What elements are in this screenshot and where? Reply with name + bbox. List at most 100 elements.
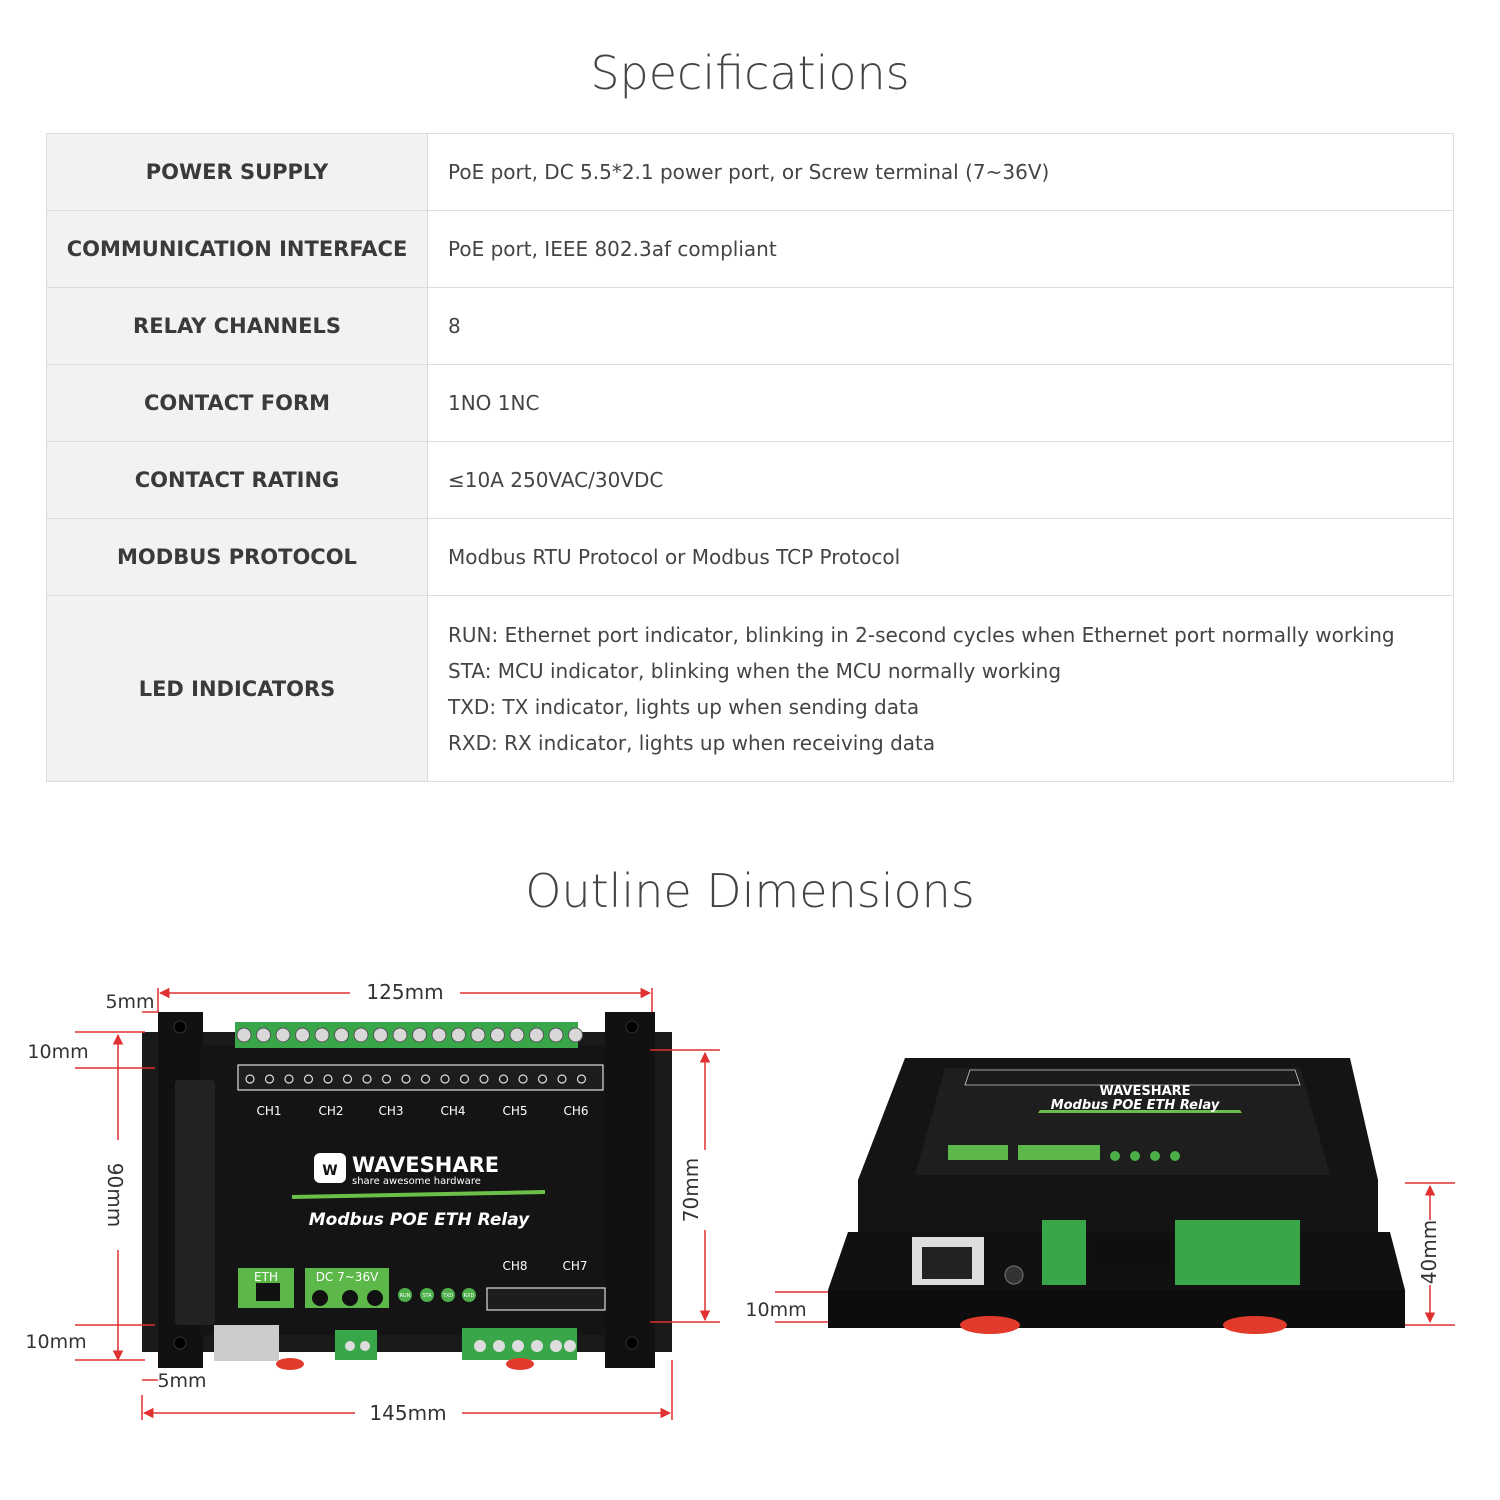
spec-label: CONTACT RATING xyxy=(46,441,428,519)
table-row: CONTACT FORM 1NO 1NC xyxy=(46,364,1454,442)
relay-contact xyxy=(479,1074,489,1084)
dim-label: 40mm xyxy=(1417,1220,1441,1284)
table-row: COMMUNICATION INTERFACE PoE port, IEEE 8… xyxy=(46,210,1454,288)
terminal-screw xyxy=(353,1027,369,1043)
terminal-screw xyxy=(256,1027,271,1043)
led-line: RXD: RX indicator, lights up when receiv… xyxy=(448,730,936,755)
channel-label: CH3 xyxy=(378,1104,403,1118)
table-row: RELAY CHANNELS 8 xyxy=(46,287,1454,365)
table-row: CONTACT RATING ≤10A 250VAC/30VDC xyxy=(46,441,1454,519)
dim-label: 70mm xyxy=(679,1158,703,1222)
terminal-screw xyxy=(529,1027,544,1043)
led-label: TXD xyxy=(442,1293,453,1299)
channel-label: CH6 xyxy=(563,1104,588,1118)
relay-contact xyxy=(537,1074,548,1084)
relay-contact xyxy=(557,1074,567,1084)
dim-label: 125mm xyxy=(366,980,443,1004)
relay-contact xyxy=(342,1074,353,1084)
spec-label: COMMUNICATION INTERFACE xyxy=(46,210,428,288)
specifications-table: POWER SUPPLY PoE port, DC 5.5*2.1 power … xyxy=(46,133,1454,782)
led-line: TXD: TX indicator, lights up when sendin… xyxy=(448,694,920,719)
side-view-diagram: Modbus POE ETH Relay WAVESHARE 40mm 10mm xyxy=(745,1058,1455,1334)
dim-label: 5mm xyxy=(157,1370,206,1392)
terminal-screw xyxy=(236,1027,252,1043)
dim-label: 10mm xyxy=(25,1331,86,1353)
led-label: STA xyxy=(422,1293,432,1299)
dim-label: 90mm xyxy=(103,1163,127,1227)
terminal-screw xyxy=(392,1027,408,1043)
terminal-screw xyxy=(412,1027,427,1043)
channel-label: CH5 xyxy=(502,1104,527,1118)
waveshare-logo: W xyxy=(314,1153,346,1183)
channel-label: CH4 xyxy=(440,1104,465,1118)
model-name: Modbus POE ETH Relay xyxy=(309,1210,530,1230)
spec-value: PoE port, DC 5.5*2.1 power port, or Scre… xyxy=(427,133,1454,211)
spec-label: RELAY CHANNELS xyxy=(46,287,428,365)
relay-contact xyxy=(518,1074,528,1084)
relay-contact xyxy=(401,1074,411,1084)
spec-value: Modbus RTU Protocol or Modbus TCP Protoc… xyxy=(427,518,1454,596)
spec-label: CONTACT FORM xyxy=(46,364,428,442)
relay-contact xyxy=(323,1074,333,1084)
table-row: POWER SUPPLY PoE port, DC 5.5*2.1 power … xyxy=(46,133,1454,211)
relay-contact xyxy=(576,1074,587,1084)
relay-contact xyxy=(498,1074,509,1084)
led-line: STA: MCU indicator, blinking when the MC… xyxy=(448,658,1062,683)
terminal-screw xyxy=(295,1027,310,1043)
relay-contact xyxy=(420,1074,431,1084)
led-label: RXD xyxy=(464,1293,475,1299)
dim-label: 10mm xyxy=(27,1041,88,1063)
terminal-screw xyxy=(275,1027,291,1043)
led-line: RUN: Ethernet port indicator, blinking i… xyxy=(448,622,1395,647)
relay-contact xyxy=(264,1074,275,1084)
front-view-diagram: CH1 CH2 CH3 CH4 CH5 CH6 CH8 CH7 W WAVESH… xyxy=(25,980,720,1425)
spec-value: PoE port, IEEE 802.3af compliant xyxy=(427,210,1454,288)
brand-tagline: share awesome hardware xyxy=(352,1176,481,1187)
relay-contact xyxy=(303,1074,314,1084)
terminal-screw xyxy=(431,1027,447,1043)
terminal-screw xyxy=(568,1027,583,1043)
eth-label: ETH xyxy=(254,1270,278,1284)
model-name-side: Modbus POE ETH Relay xyxy=(1051,1098,1220,1113)
dim-label: 5mm xyxy=(105,991,154,1013)
channel-label: CH1 xyxy=(256,1104,281,1118)
terminal-screw xyxy=(490,1027,505,1043)
brand-name: WAVESHARE xyxy=(352,1153,499,1177)
spec-label: POWER SUPPLY xyxy=(46,133,428,211)
led-label: RUN xyxy=(400,1293,411,1299)
terminal-screw xyxy=(334,1027,349,1043)
relay-contact xyxy=(381,1074,392,1084)
relay-module-perspective xyxy=(828,1058,1405,1334)
dimension-lines xyxy=(75,987,720,1420)
relay-contact xyxy=(284,1074,294,1084)
dim-label: 145mm xyxy=(369,1401,446,1425)
dim-label: 10mm xyxy=(745,1299,806,1321)
terminal-screw xyxy=(314,1027,330,1043)
terminal-screw xyxy=(373,1027,388,1043)
spec-label: LED INDICATORS xyxy=(46,595,428,782)
svg-text:W: W xyxy=(322,1163,337,1179)
terminal-screw xyxy=(509,1027,525,1043)
terminal-screw xyxy=(451,1027,466,1043)
terminal-screw xyxy=(548,1027,564,1043)
relay-contact xyxy=(245,1074,255,1084)
spec-value: 1NO 1NC xyxy=(427,364,1454,442)
channel-label: CH8 xyxy=(502,1259,527,1273)
specifications-title: Specifications xyxy=(590,46,910,100)
spec-value: 8 xyxy=(427,287,1454,365)
table-row: LED INDICATORS RUN: Ethernet port indica… xyxy=(46,595,1454,782)
relay-contact xyxy=(362,1074,372,1084)
dimension-lines-side xyxy=(775,1182,1455,1326)
channel-label: CH2 xyxy=(318,1104,343,1118)
table-row: MODBUS PROTOCOL Modbus RTU Protocol or M… xyxy=(46,518,1454,596)
brand-name-side: WAVESHARE xyxy=(1099,1084,1190,1099)
spec-value: ≤10A 250VAC/30VDC xyxy=(427,441,1454,519)
spec-value-led: RUN: Ethernet port indicator, blinking i… xyxy=(427,595,1454,782)
relay-module-front xyxy=(142,1012,672,1370)
dimensions-title: Outline Dimensions xyxy=(525,864,975,918)
spec-label: MODBUS PROTOCOL xyxy=(46,518,428,596)
relay-contact xyxy=(440,1074,450,1084)
dc-label: DC 7~36V xyxy=(316,1270,379,1284)
relay-contact xyxy=(459,1074,470,1084)
terminal-screw xyxy=(470,1027,486,1043)
